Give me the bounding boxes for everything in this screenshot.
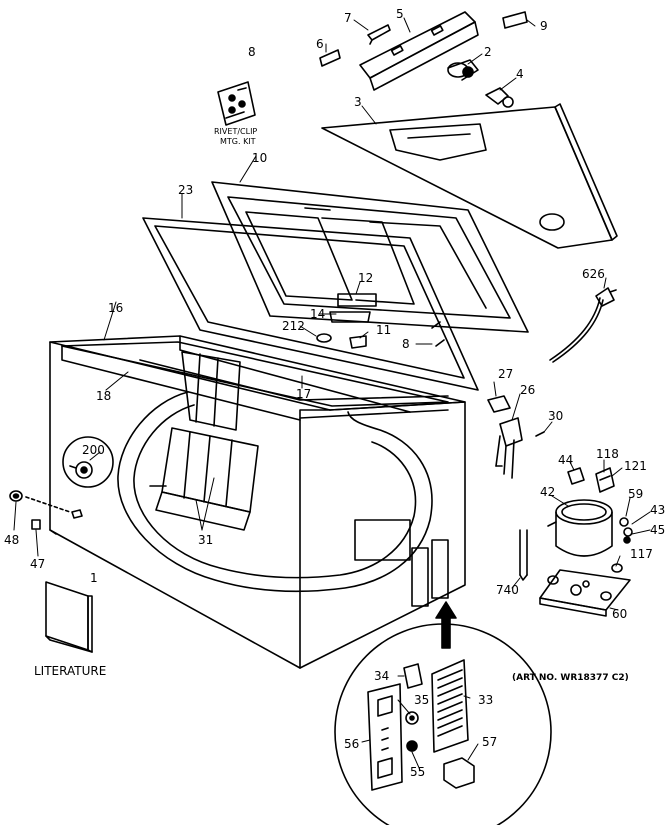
label-9: 9: [540, 19, 548, 33]
detail-arrow: [435, 601, 457, 649]
outer-lid-panel: [321, 103, 618, 249]
label-34: 34: [374, 669, 389, 683]
kit-label-line1: RIVET/CLIP: [214, 127, 257, 136]
label-10: 10: [252, 151, 267, 165]
label-18: 18: [96, 389, 111, 403]
label-11: 11: [376, 323, 391, 337]
label-118: 118: [596, 447, 619, 461]
label-57: 57: [482, 735, 497, 749]
overload-118: [595, 467, 615, 493]
label-6: 6: [316, 37, 324, 51]
label-4: 4: [516, 67, 524, 81]
lid-gasket: [142, 217, 479, 391]
drain-plug-leader: [25, 496, 71, 513]
label-3: 3: [354, 95, 362, 109]
freezer-cabinet: [49, 335, 466, 669]
compressor: [547, 499, 613, 557]
label-17: 17: [296, 387, 311, 401]
relay-44: [567, 467, 585, 485]
label-8-kit: 8: [248, 45, 256, 59]
label-626: 626: [582, 267, 605, 281]
label-26: 26: [520, 383, 535, 397]
label-48: 48: [4, 533, 19, 547]
lid-screws: [431, 321, 445, 347]
control-cover: [487, 395, 511, 413]
compressor-mounting-plate: [539, 569, 631, 617]
control-assembly: [495, 417, 523, 479]
detail-circle: [334, 623, 552, 825]
part-labels: 7 5 9 6 2 4 8 RIVET/CLIP MTG. KIT 3 10 2…: [4, 7, 665, 779]
label-33: 33: [478, 693, 493, 707]
storage-basket-upper: [181, 351, 241, 431]
hinge-shim-9: [502, 11, 528, 29]
label-30: 30: [548, 409, 563, 423]
label-121: 121: [624, 459, 647, 473]
label-59: 59: [628, 487, 643, 501]
label-56: 56: [344, 737, 359, 751]
lid-hinge-bracket: [359, 11, 479, 91]
label-23: 23: [178, 183, 193, 197]
lock-key: [485, 87, 514, 108]
lid-stop-11: [349, 335, 367, 349]
label-740: 740: [496, 583, 519, 597]
leader-lines: [13, 17, 651, 771]
label-47: 47: [30, 557, 45, 571]
label-2: 2: [484, 45, 492, 59]
label-44: 44: [558, 453, 573, 467]
label-45: 45: [650, 523, 665, 537]
power-cord: [549, 287, 617, 363]
lid-stiffener: [329, 293, 377, 323]
literature-booklet: [45, 581, 93, 653]
label-117: 117: [630, 547, 653, 561]
thermostat-knob: [62, 436, 114, 488]
label-35: 35: [414, 693, 429, 707]
rivet-clip-kit: [217, 81, 256, 126]
compressor-small-parts: [619, 517, 633, 544]
label-60: 60: [612, 607, 627, 621]
drain-plug: [9, 490, 23, 502]
screw-30: [535, 431, 545, 437]
storage-basket-lower: [149, 427, 259, 531]
art-number-note: (ART NO. WR18377 C2): [512, 673, 629, 683]
drain-plug-socket: [71, 509, 83, 519]
label-7: 7: [344, 11, 352, 25]
label-212: 212: [282, 319, 305, 333]
inner-lid-liner: [211, 181, 529, 333]
kit-label-line2: MTG. KIT: [220, 137, 256, 146]
label-8-lid: 8: [402, 337, 410, 351]
label-200: 200: [82, 443, 105, 457]
hinge-shim-6: [319, 49, 341, 67]
cabinet-liner-outline: [117, 391, 433, 593]
label-55: 55: [410, 765, 425, 779]
label-31: 31: [198, 533, 213, 547]
drain-cap: [31, 519, 41, 530]
label-16: 16: [108, 301, 123, 315]
lid-plug-212: [316, 333, 332, 343]
label-1: 1: [90, 571, 98, 585]
label-42: 42: [540, 485, 555, 499]
label-27: 27: [498, 367, 513, 381]
literature-label: LITERATURE: [34, 664, 106, 678]
capillary-740: [519, 529, 528, 581]
label-5: 5: [396, 7, 404, 21]
label-14: 14: [310, 307, 325, 321]
lock-assembly: [447, 59, 479, 81]
label-12: 12: [358, 271, 373, 285]
label-43: 43: [650, 503, 665, 517]
hinge-clip: [367, 24, 391, 45]
